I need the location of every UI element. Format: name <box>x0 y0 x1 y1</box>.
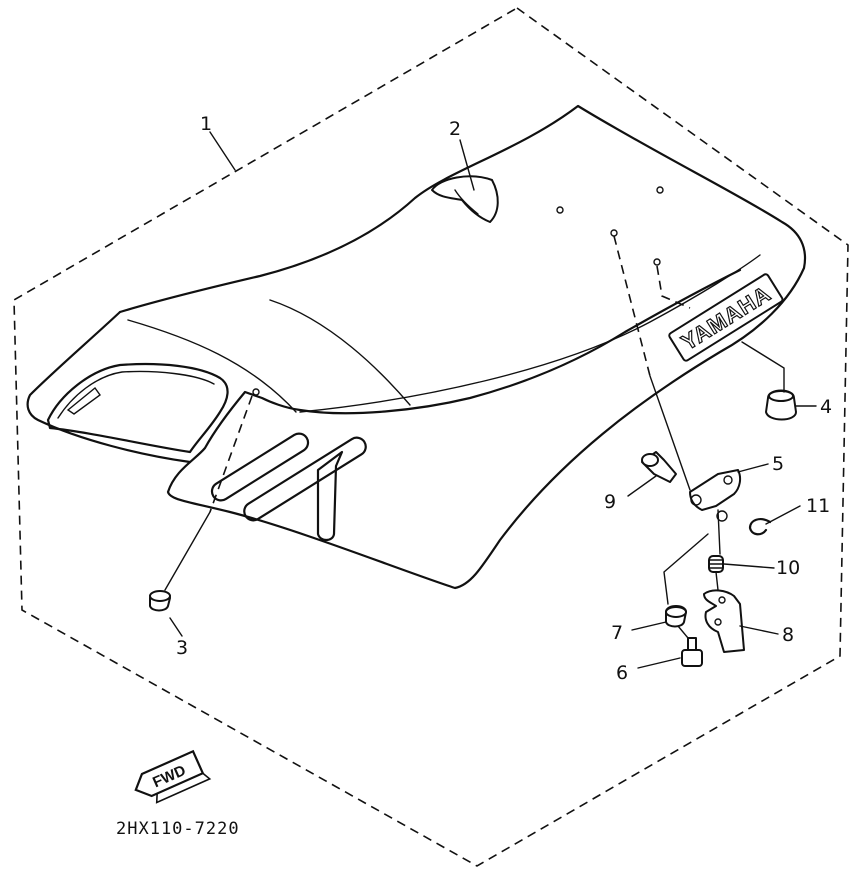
seat-slots <box>210 432 367 542</box>
lock-pin <box>716 510 728 522</box>
callout-2: 2 <box>449 118 461 140</box>
assembly-guides <box>164 235 721 639</box>
callout-11: 11 <box>806 495 830 517</box>
callout-1: 1 <box>200 113 212 135</box>
seat-outline <box>118 104 807 590</box>
grommet-part <box>149 590 171 612</box>
callout-5: 5 <box>772 453 784 475</box>
callout-7: 7 <box>611 622 623 644</box>
svg-text:YAMAHA: YAMAHA <box>677 281 776 355</box>
seat-contour-3 <box>299 254 761 413</box>
screw-part <box>681 637 703 667</box>
leader-lines <box>169 131 817 669</box>
fwd-arrow-icon: FWD <box>134 749 212 804</box>
seat-contour-2 <box>269 299 411 406</box>
callout-4: 4 <box>820 396 832 418</box>
callout-8: 8 <box>782 624 794 646</box>
seat-cutout <box>46 362 229 454</box>
clip-part <box>748 518 772 536</box>
callout-10: 10 <box>776 557 800 579</box>
seat-holes <box>252 186 664 396</box>
collar-part <box>665 605 687 628</box>
spring-part <box>708 555 724 573</box>
seat-rear-edge <box>26 310 192 464</box>
assembly-boundary <box>13 7 849 867</box>
lock-hook-part <box>703 589 745 653</box>
seat-cutout-tab <box>66 386 101 415</box>
seat-contour-1 <box>127 319 297 413</box>
callout-6: 6 <box>616 662 628 684</box>
seat-cutout-inner <box>57 370 215 419</box>
lock-bracket-part <box>689 469 742 511</box>
bolt-part <box>641 451 677 483</box>
seat-hook <box>431 175 499 223</box>
part-code: 2HX110-7220 <box>116 819 240 839</box>
callout-9: 9 <box>604 491 616 513</box>
seat-assembly: YAMAHA <box>26 104 807 590</box>
callout-labels: 1 2 3 4 5 6 7 8 9 10 11 <box>176 113 832 684</box>
damper-part <box>765 389 797 421</box>
callout-3: 3 <box>176 637 188 659</box>
